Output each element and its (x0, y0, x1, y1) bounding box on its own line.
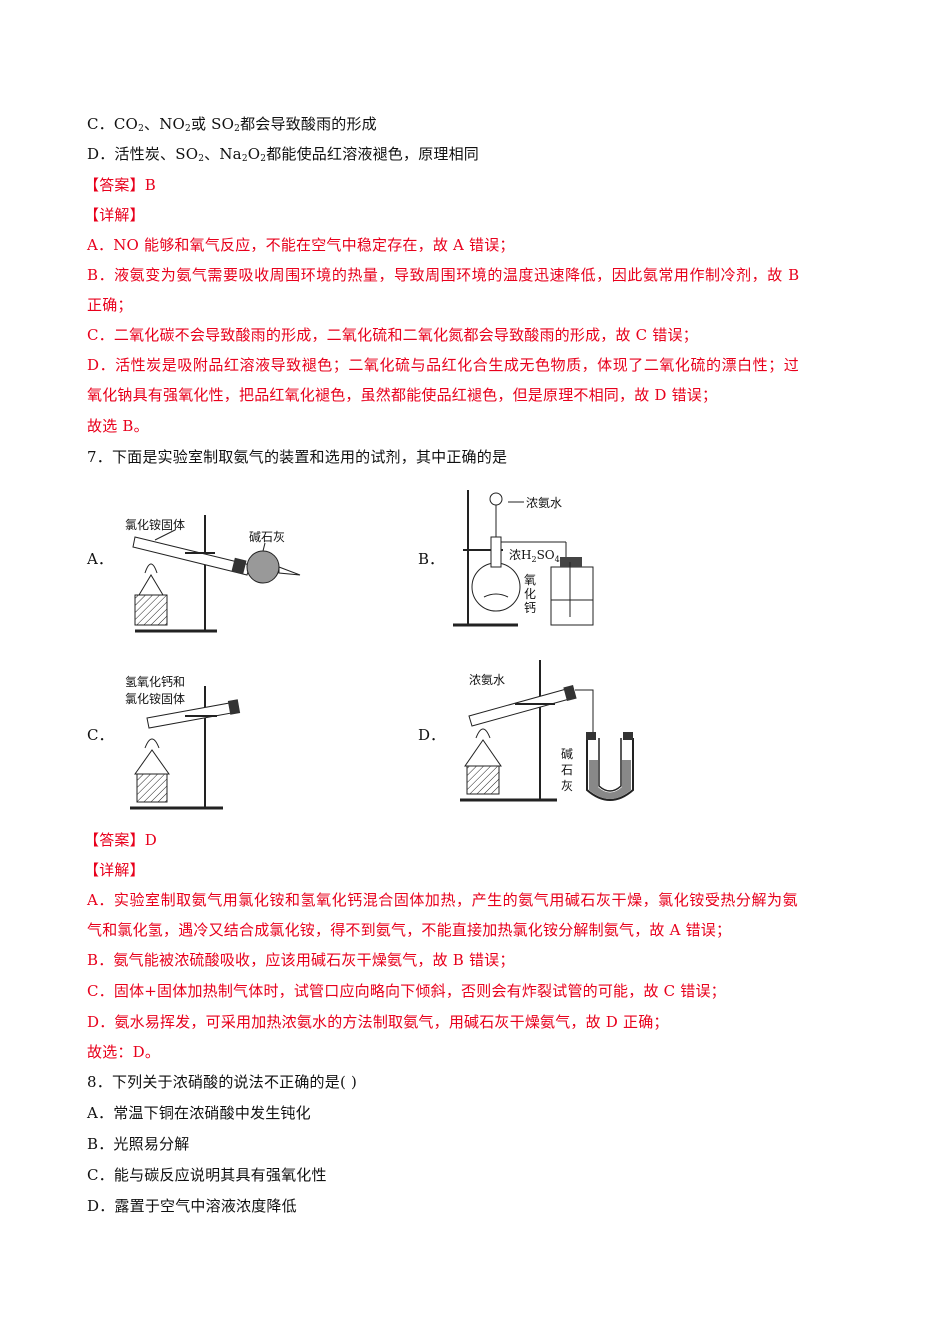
reagent-label: 碱 (561, 747, 573, 761)
reagent-label: 石 (561, 763, 573, 777)
q6-explanation-line: 氧化钠具有强氧化性，把品红氧化褪色，虽然都能使品红褪色，但是原理不相同，故 D … (87, 386, 718, 404)
q7-explanation-line: B．氨气能被浓硫酸吸收，应该用碱石灰干燥氨气，故 B 错误； (87, 951, 515, 969)
q7-explanation-line: A．实验室制取氨气用氯化铵和氢氧化钙混合固体加热，产生的氨气用碱石灰干燥，氯化铵… (87, 891, 799, 909)
q7-option-c-label[interactable]: C． (87, 726, 114, 744)
apparatus-a-diagram: 氯化铵固体 碱石灰 (125, 515, 301, 633)
apparatus-b-diagram: 浓氨水 浓H2SO4 氧 化 钙 (453, 490, 594, 627)
apparatus-c-diagram: 氢氧化钙和 氯化铵固体 (125, 674, 241, 810)
q6-explanation-line: D．活性炭是吸附品红溶液导致褪色；二氧化硫与品红化合生成无色物质，体现了二氧化硫… (87, 356, 800, 374)
text: 或 SO (190, 115, 235, 133)
q6-explanation-line: 正确； (87, 296, 133, 314)
q7-explanation-line: 故选：D。 (87, 1043, 161, 1061)
subscript: 2 (138, 124, 144, 134)
q7-answer: 【答案】D (84, 831, 158, 849)
subscript: 2 (260, 154, 267, 164)
reagent-label: 灰 (561, 779, 573, 793)
reagent-label: 氯化铵固体 (125, 691, 185, 706)
text: 都能使品红溶液褪色，原理相同 (266, 145, 479, 163)
reagent-label: 氢氧化钙和 (125, 674, 185, 689)
q6-explanation-line: C．二氧化碳不会导致酸雨的形成，二氧化硫和二氧化氮都会导致酸雨的形成，故 C 错… (87, 326, 698, 344)
q7-option-a-label[interactable]: A． (87, 550, 113, 568)
subscript: 2 (185, 124, 191, 134)
q6-detail-label: 【详解】 (84, 206, 145, 224)
q7-stem: 7．下面是实验室制取氨气的装置和选用的试剂，其中正确的是 (87, 448, 508, 466)
text: 都会导致酸雨的形成 (240, 115, 377, 133)
q6-explanation-line: 故选 B。 (87, 417, 149, 435)
q7-explanation-line: C．固体+固体加热制气体时，试管口应向略向下倾斜，否则会有炸裂试管的可能，故 C… (87, 982, 726, 1000)
reagent-label: 浓H2SO4 (509, 548, 560, 564)
text: 、Na (204, 145, 242, 163)
q6-option-c: C．CO2、NO2或 SO2都会导致酸雨的形成 (87, 114, 377, 134)
q7-detail-label: 【详解】 (84, 861, 145, 879)
text: C．CO (87, 115, 139, 133)
q7-explanation-line: D．氨水易挥发，可采用加热浓氨水的方法制取氨气，用碱石灰干燥氨气，故 D 正确； (87, 1013, 669, 1031)
reagent-label: 钙 (524, 601, 536, 615)
q6-explanation-line: B．液氨变为氨气需要吸收周围环境的热量，导致周围环境的温度迅速降低，因此氨常用作… (87, 266, 800, 284)
q7-explanation-line: 气和氯化氢，遇冷又结合成氯化铵，得不到氨气，不能直接加热氯化铵分解制氨气，故 A… (87, 921, 732, 939)
subscript: 2 (198, 154, 205, 164)
q8-option-a[interactable]: A．常温下铜在浓硝酸中发生钝化 (87, 1104, 311, 1122)
q8-stem: 8．下列关于浓硝酸的说法不正确的是( ) (87, 1073, 358, 1091)
apparatus-d-diagram: 浓氨水 碱 石 灰 (460, 660, 634, 802)
q8-option-b[interactable]: B．光照易分解 (87, 1135, 190, 1153)
reagent-label: 浓氨水 (469, 673, 505, 687)
reagent-label: 化 (524, 587, 536, 601)
q8-option-c[interactable]: C．能与碳反应说明其具有强氧化性 (87, 1166, 327, 1184)
reagent-label: 碱石灰 (249, 530, 285, 544)
q6-explanation-line: A．NO 能够和氧气反应，不能在空气中稳定存在，故 A 错误； (87, 236, 515, 254)
q8-option-d[interactable]: D．露置于空气中溶液浓度降低 (87, 1197, 297, 1215)
q6-answer: 【答案】B (84, 176, 157, 194)
q7-option-d-label[interactable]: D． (418, 726, 446, 744)
text: D．活性炭、SO (87, 145, 199, 163)
reagent-label: 浓氨水 (526, 496, 562, 510)
reagent-label: 氯化铵固体 (125, 517, 185, 532)
q7-option-b-label[interactable]: B． (418, 550, 445, 568)
subscript: 2 (241, 154, 248, 164)
q6-option-d: D．活性炭、SO2、Na2O2都能使品红溶液褪色，原理相同 (87, 144, 479, 164)
text: O (247, 145, 261, 163)
text: 、NO (144, 115, 186, 133)
subscript: 2 (234, 124, 241, 134)
reagent-label: 氧 (524, 573, 536, 587)
